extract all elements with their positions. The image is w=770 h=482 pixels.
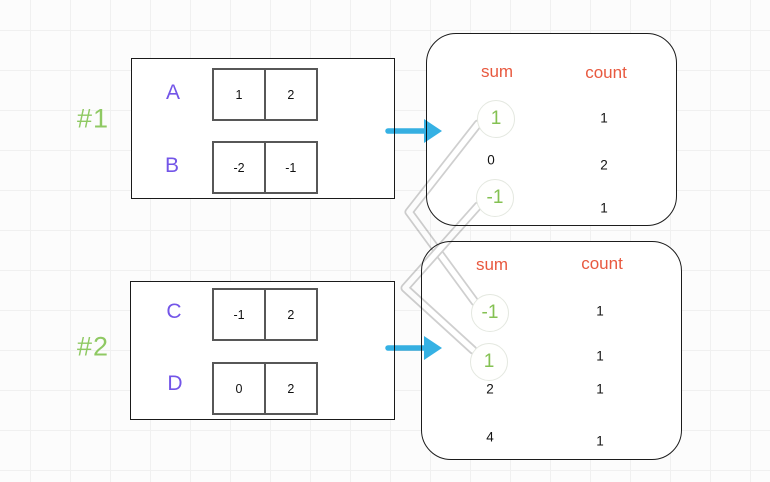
array-b-label: B bbox=[164, 154, 180, 177]
array-a-label: A bbox=[165, 81, 181, 104]
table-1-sum-header: sum bbox=[480, 62, 514, 81]
array-c-cell-1: 2 bbox=[263, 288, 318, 341]
table-2-row-3-sum: 4 bbox=[486, 429, 494, 445]
table-2-count-header: count bbox=[581, 254, 623, 273]
result-table-2 bbox=[421, 241, 682, 460]
table-1-row-2-count: 1 bbox=[600, 200, 608, 216]
result-table-1 bbox=[426, 33, 677, 226]
example-2-label: #2 bbox=[76, 331, 110, 362]
table-2-row-2-sum: 2 bbox=[486, 381, 494, 397]
table-1-row-2-sum-highlight: -1 bbox=[476, 179, 514, 217]
array-a-cell-0: 1 bbox=[212, 68, 266, 121]
array-a-cells: 1 2 bbox=[212, 68, 318, 121]
array-d-cell-1: 2 bbox=[263, 362, 318, 415]
table-2-row-0-sum-highlight: -1 bbox=[471, 294, 509, 332]
table-2-row-1-count: 1 bbox=[596, 348, 604, 364]
table-1-row-1-count: 2 bbox=[600, 157, 608, 173]
table-1-row-0-sum-highlight: 1 bbox=[477, 100, 515, 138]
example-1-label: #1 bbox=[76, 103, 110, 134]
array-d-cell-0: 0 bbox=[212, 362, 266, 415]
array-b-cell-0: -2 bbox=[212, 141, 266, 194]
table-2-row-3-count: 1 bbox=[596, 433, 604, 449]
array-d-label: D bbox=[167, 372, 183, 395]
array-d-cells: 0 2 bbox=[212, 362, 318, 415]
table-2-row-2-count: 1 bbox=[596, 381, 604, 397]
table-1-row-1-sum: 0 bbox=[487, 152, 495, 168]
array-a-cell-1: 2 bbox=[263, 68, 318, 121]
array-b-cells: -2 -1 bbox=[212, 141, 318, 194]
table-2-sum-header: sum bbox=[475, 255, 509, 274]
array-b-cell-1: -1 bbox=[263, 141, 318, 194]
array-c-cell-0: -1 bbox=[212, 288, 266, 341]
array-c-cells: -1 2 bbox=[212, 288, 318, 341]
table-1-count-header: count bbox=[585, 63, 627, 82]
array-c-label: C bbox=[166, 300, 182, 323]
table-2-row-0-count: 1 bbox=[596, 303, 604, 319]
table-2-row-1-sum-highlight: 1 bbox=[470, 343, 508, 381]
table-1-row-0-count: 1 bbox=[600, 110, 608, 126]
